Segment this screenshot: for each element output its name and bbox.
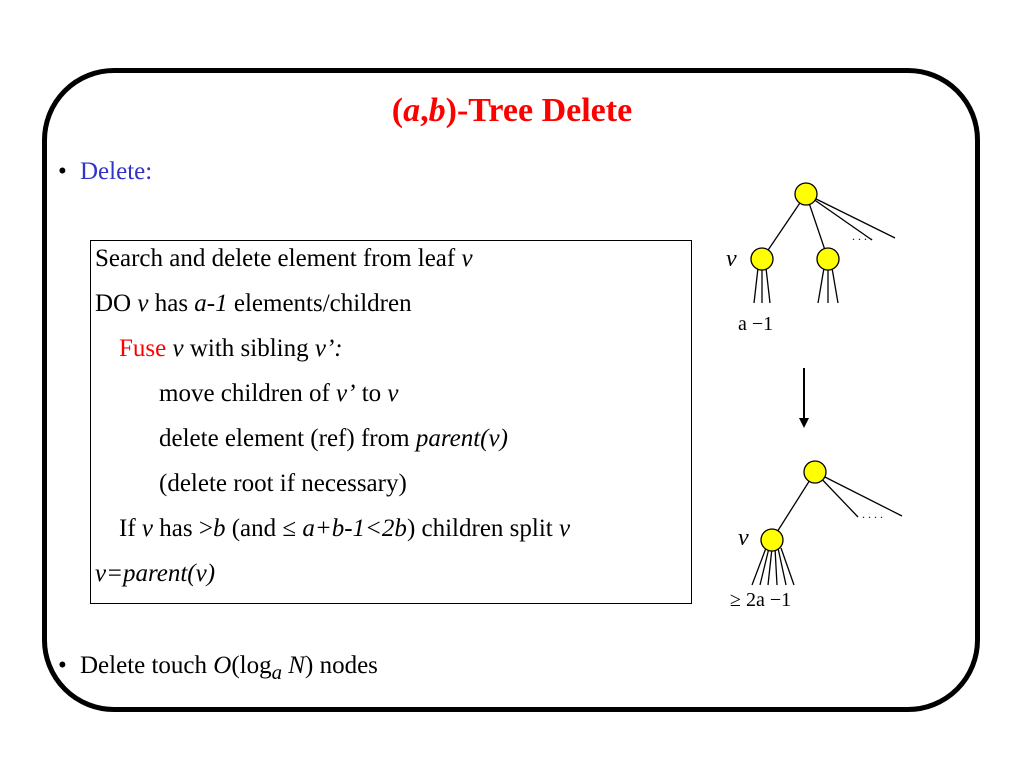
root-node [794, 182, 818, 206]
bullet-dot: • [58, 158, 67, 185]
ellipsis-dots: . . . . [862, 507, 883, 521]
leaf-node-v [750, 247, 774, 271]
algo-line-2: DO v has a-1 elements/children [95, 290, 412, 317]
algo-line-3: Fuse v with sibling v’: [119, 335, 343, 362]
algo-line-6: (delete root if necessary) [159, 470, 407, 497]
child-count-label: a −1 [738, 313, 773, 335]
algo-line-7: If v has >b (and ≤ a+b-1<2b) children sp… [119, 515, 571, 542]
ellipsis-dots: . . . . [852, 229, 873, 243]
algo-line-5: delete element (ref) from parent(v) [159, 425, 508, 452]
fused-node-v [760, 528, 784, 552]
algo-line-1: Search and delete element from leaf v [95, 245, 473, 272]
algorithm-box: Search and delete element from leaf v DO… [90, 240, 692, 604]
bullet-complexity: •Delete touch O(loga N) nodes [58, 652, 378, 684]
algo-line-8: v=parent(v) [95, 560, 216, 587]
bullet-dot: • [58, 652, 67, 679]
sibling-node [816, 247, 840, 271]
tree-diagram: . . . . v a −1 . . . . v ≥ 2a −1 [726, 182, 903, 611]
bullet-label: Delete: [80, 158, 153, 185]
tree-after-fuse [751, 471, 903, 586]
child-count-label: ≥ 2a −1 [730, 589, 791, 611]
algo-line-4: move children of v’ to v [159, 380, 399, 407]
bullet-delete: • Delete: [58, 158, 152, 186]
slide-title: (a,b)-Tree Delete [391, 92, 633, 129]
slide-frame [42, 68, 980, 712]
transition-arrow [799, 368, 809, 428]
node-v-label: v [738, 525, 749, 551]
node-v-label: v [726, 246, 737, 272]
root-node [803, 460, 827, 484]
